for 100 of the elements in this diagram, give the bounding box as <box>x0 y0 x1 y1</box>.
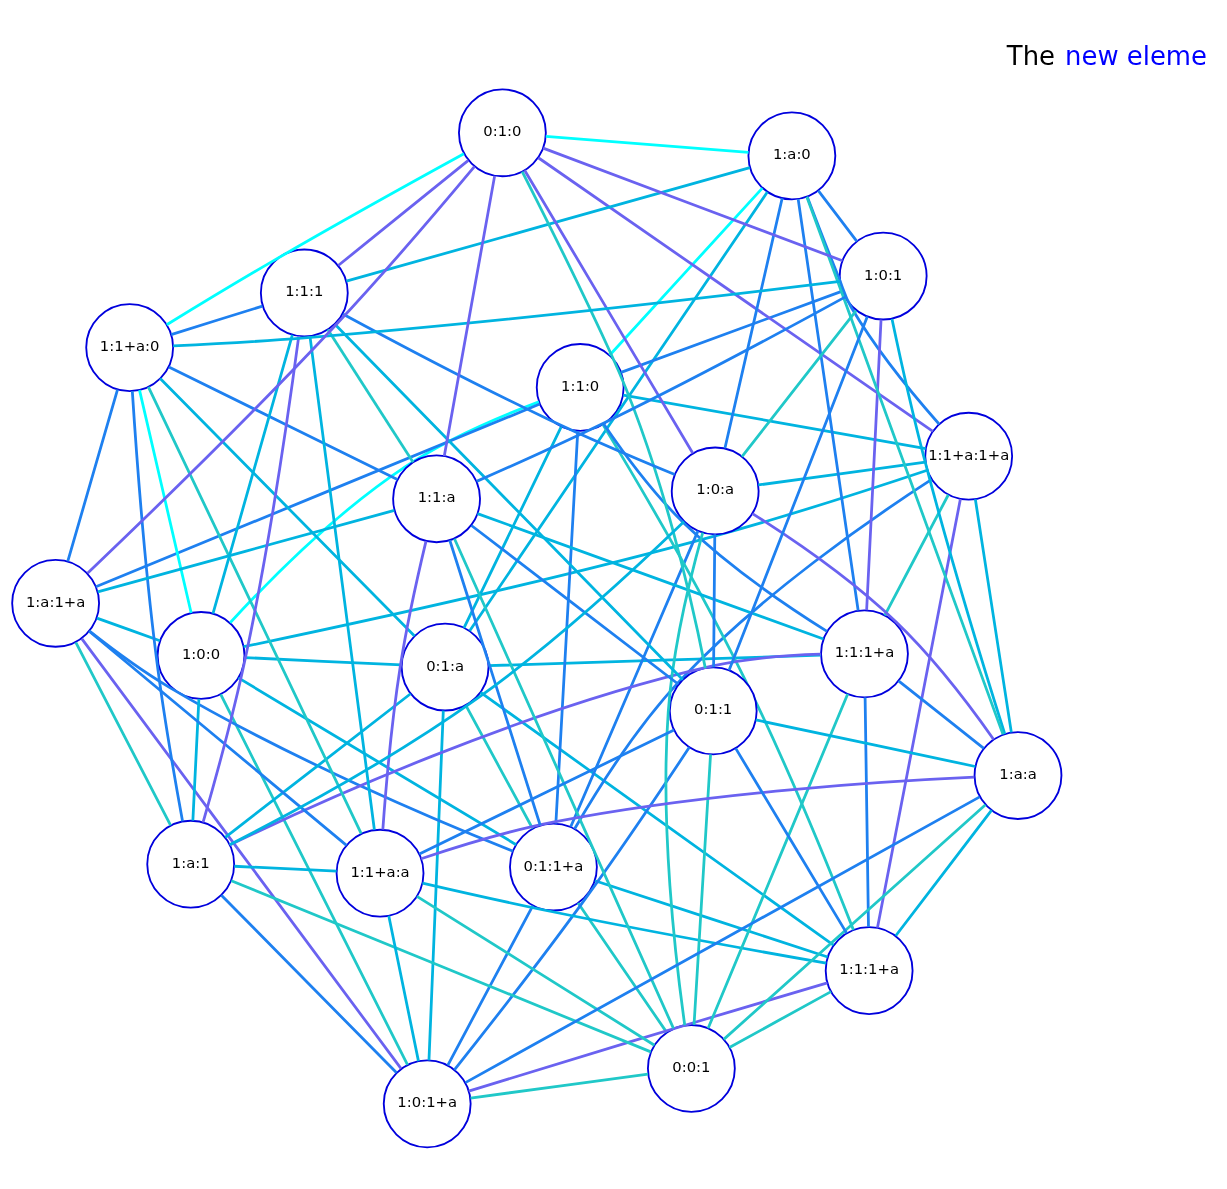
connector <box>542 146 843 262</box>
connector <box>664 532 705 1026</box>
connector <box>219 693 409 1066</box>
connector <box>537 156 934 433</box>
node-circle: 1:a:a <box>973 731 1063 820</box>
connector <box>865 319 883 611</box>
node-circle: 0:1:1 <box>668 666 758 756</box>
connector <box>229 400 540 624</box>
connector <box>326 328 415 463</box>
connector <box>446 904 535 1066</box>
connector <box>230 879 652 1054</box>
connector <box>477 512 824 641</box>
connector <box>234 864 337 873</box>
connector <box>74 641 172 827</box>
connector <box>740 309 858 458</box>
connector <box>453 538 675 1029</box>
connector <box>159 377 416 638</box>
connector <box>521 170 707 669</box>
connector <box>601 424 855 931</box>
connector <box>244 656 402 667</box>
connector <box>333 323 684 681</box>
connector <box>796 198 860 611</box>
node-circle: 1:a:0 <box>747 111 837 201</box>
connector <box>346 166 751 283</box>
connector <box>88 629 514 853</box>
connector <box>890 318 1007 735</box>
connector <box>191 698 201 821</box>
connector <box>576 902 668 1034</box>
connector <box>602 423 828 633</box>
connector <box>751 512 995 741</box>
connector <box>594 879 829 959</box>
node-circle: 1:a:1+a <box>11 558 100 648</box>
connector <box>883 494 950 616</box>
connector <box>130 391 184 822</box>
connector <box>894 809 993 937</box>
connector <box>464 704 534 830</box>
connector <box>722 803 987 1041</box>
connector <box>545 134 749 154</box>
connector <box>817 189 858 243</box>
connector <box>138 389 193 614</box>
connector <box>229 520 686 846</box>
connector <box>147 386 363 835</box>
label: new eleme <box>1065 41 1207 72</box>
connector <box>727 316 869 671</box>
node-circle: 1:1:1 <box>259 248 349 338</box>
connector <box>728 990 832 1049</box>
connector <box>337 159 470 267</box>
connector <box>897 679 985 750</box>
connector <box>523 169 694 454</box>
connector <box>488 653 821 668</box>
connector <box>876 498 962 928</box>
connector <box>623 393 926 450</box>
label: The <box>1006 41 1055 72</box>
connector <box>66 389 119 562</box>
node-circle: 1:1:a <box>392 454 481 544</box>
node-circle: 1:0:1+a <box>382 1059 472 1149</box>
connector <box>220 894 398 1074</box>
connector <box>569 530 700 828</box>
connector <box>420 775 975 861</box>
node-circle: 1:1:1+a <box>820 609 909 699</box>
connector <box>342 312 676 476</box>
connector <box>453 746 691 1071</box>
node-circle: 1:0:1 <box>838 231 928 321</box>
connector <box>468 191 769 632</box>
node-circle: 0:0:1 <box>647 1024 736 1113</box>
connector <box>805 196 1005 735</box>
connector <box>863 697 870 927</box>
connector <box>448 539 542 826</box>
connector <box>476 295 846 483</box>
connector <box>95 402 541 589</box>
connector <box>422 881 827 965</box>
connector <box>166 152 465 326</box>
connector <box>224 692 412 839</box>
connector <box>706 693 849 1029</box>
connector <box>237 676 517 846</box>
connector <box>88 630 348 847</box>
node-circle: 1:0:0 <box>156 611 246 700</box>
connector <box>470 1072 649 1100</box>
node-circle: 0:1:a <box>400 622 490 712</box>
connector <box>734 747 848 934</box>
connector <box>712 534 717 668</box>
connector <box>442 175 496 457</box>
connector <box>97 509 395 594</box>
connector <box>201 336 301 823</box>
node-circle: 1:0:a <box>670 446 760 536</box>
node-circle: 1:1+a:0 <box>85 303 175 392</box>
connector <box>470 524 680 686</box>
node-circle: 1:1:1+a <box>824 926 914 1015</box>
connector <box>692 754 712 1025</box>
connector <box>229 652 821 847</box>
connector <box>80 637 403 1070</box>
connector <box>464 795 981 1084</box>
connector <box>758 460 926 487</box>
node-circle: 1:1:0 <box>535 343 625 432</box>
connector <box>86 165 476 575</box>
connector <box>723 197 784 449</box>
connector <box>462 426 563 629</box>
connector <box>479 691 835 947</box>
connector <box>573 478 933 830</box>
connector <box>173 280 841 348</box>
